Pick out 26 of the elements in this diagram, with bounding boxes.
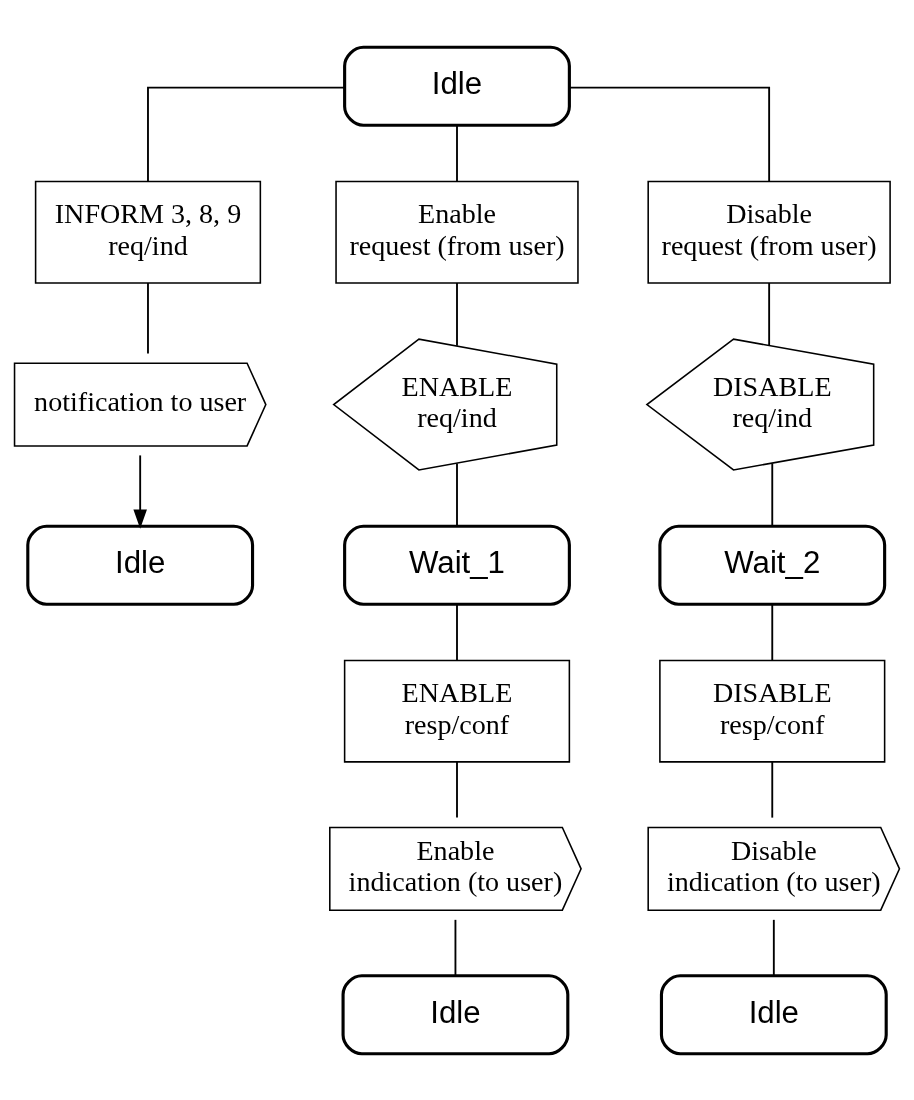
connector — [456, 281, 458, 347]
node-box: Enable request (from user) — [335, 180, 579, 284]
node-box: Idle — [26, 524, 255, 606]
connector — [568, 86, 771, 182]
connector — [147, 281, 149, 354]
connector — [771, 462, 774, 527]
connector — [772, 918, 775, 976]
connector — [771, 602, 774, 661]
connector — [768, 281, 771, 346]
node-box: Wait_2 — [658, 524, 887, 606]
connector — [147, 86, 346, 182]
connector — [456, 760, 458, 819]
node-box: INFORM 3, 8, 9 req/ind — [34, 180, 262, 284]
node-box: DISABLE resp/conf — [659, 659, 886, 763]
node-box: Disable request (from user) — [647, 180, 891, 284]
connector — [456, 462, 458, 527]
arrow — [133, 453, 147, 529]
connector — [456, 123, 458, 182]
node-box: Wait_1 — [343, 524, 571, 606]
connector — [454, 918, 457, 976]
node-box: Idle — [341, 973, 570, 1055]
node-box: ENABLE resp/conf — [343, 659, 571, 763]
connector — [456, 602, 458, 661]
node-box: Idle — [343, 45, 571, 127]
node-box: Idle — [659, 973, 888, 1055]
connector — [771, 760, 774, 819]
